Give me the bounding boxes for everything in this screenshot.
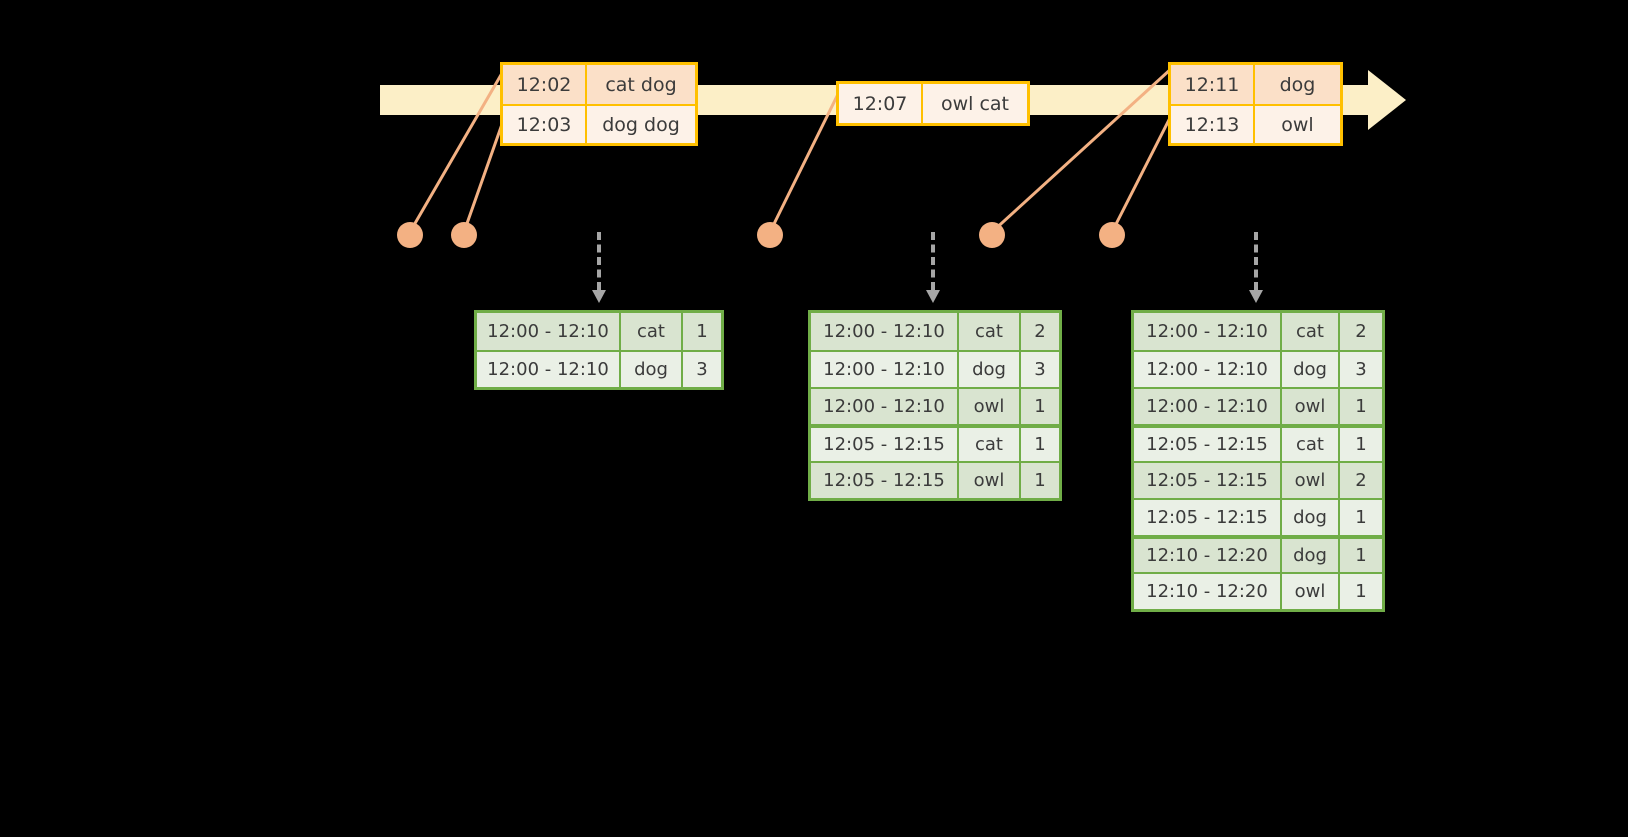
event-words: dog bbox=[1279, 73, 1316, 96]
event-words: owl cat bbox=[940, 92, 1010, 115]
window-cell: 12:10 - 12:20 bbox=[1134, 574, 1282, 609]
word-cell: dog bbox=[1282, 500, 1340, 535]
flow-arrow-0 bbox=[592, 232, 606, 303]
event-row: 12:13 owl bbox=[1171, 104, 1340, 143]
event-row: 12:03 dog dog bbox=[503, 104, 695, 143]
window-cell: 12:00 - 12:10 bbox=[811, 352, 959, 387]
word-cell: cat bbox=[959, 313, 1021, 350]
word-cell: owl bbox=[1282, 389, 1340, 424]
event-time: 12:13 bbox=[1171, 106, 1255, 143]
word-cell: cat bbox=[621, 313, 683, 350]
window-cell: 12:05 - 12:15 bbox=[811, 463, 959, 498]
window-cell: 12:00 - 12:10 bbox=[811, 313, 959, 350]
event-box-0: 12:02 cat dog 12:03 dog dog bbox=[500, 62, 698, 146]
count-cell: 1 bbox=[1355, 434, 1367, 455]
word-cell: owl bbox=[959, 463, 1021, 498]
event-time: 12:02 bbox=[503, 65, 587, 104]
event-words: cat dog bbox=[605, 73, 677, 96]
word-cell: owl bbox=[959, 389, 1021, 424]
window-cell: 12:00 - 12:10 bbox=[477, 313, 621, 350]
count-cell: 2 bbox=[1355, 470, 1367, 491]
window-cell: 12:05 - 12:15 bbox=[811, 428, 959, 461]
event-marker-dot-2 bbox=[757, 222, 783, 248]
event-time: 12:07 bbox=[839, 84, 923, 123]
event-marker-dot-0 bbox=[397, 222, 423, 248]
window-cell: 12:05 - 12:15 bbox=[1134, 500, 1282, 535]
count-cell: 1 bbox=[1034, 396, 1046, 417]
count-cell: 3 bbox=[1034, 359, 1046, 380]
timeline-arrow-icon bbox=[1368, 70, 1406, 130]
word-cell: cat bbox=[1282, 313, 1340, 350]
word-cell: dog bbox=[1282, 539, 1340, 572]
event-marker-dot-1 bbox=[451, 222, 477, 248]
count-cell: 1 bbox=[1034, 434, 1046, 455]
count-cell: 1 bbox=[1355, 396, 1367, 417]
event-time: 12:03 bbox=[503, 106, 587, 143]
window-cell: 12:10 - 12:20 bbox=[1134, 539, 1282, 572]
word-cell: owl bbox=[1282, 574, 1340, 609]
event-row: 12:02 cat dog bbox=[503, 65, 695, 104]
count-cell: 1 bbox=[1034, 470, 1046, 491]
event-time: 12:11 bbox=[1171, 65, 1255, 104]
event-marker-dot-4 bbox=[1099, 222, 1125, 248]
word-cell: dog bbox=[1282, 352, 1340, 387]
count-cell: 1 bbox=[1355, 545, 1367, 566]
count-cell: 1 bbox=[1355, 507, 1367, 528]
window-cell: 12:00 - 12:10 bbox=[1134, 389, 1282, 424]
word-cell: dog bbox=[959, 352, 1021, 387]
count-cell: 1 bbox=[696, 321, 708, 342]
window-cell: 12:00 - 12:10 bbox=[1134, 352, 1282, 387]
window-cell: 12:00 - 12:10 bbox=[1134, 313, 1282, 350]
event-words: owl bbox=[1281, 113, 1314, 136]
word-cell: dog bbox=[621, 352, 683, 387]
window-cell: 12:00 - 12:10 bbox=[477, 352, 621, 387]
event-box-2: 12:11 dog 12:13 owl bbox=[1168, 62, 1343, 146]
count-cell: 1 bbox=[1355, 581, 1367, 602]
event-row: 12:11 dog bbox=[1171, 65, 1340, 104]
count-cell: 3 bbox=[1355, 359, 1367, 380]
window-cell: 12:00 - 12:10 bbox=[811, 389, 959, 424]
flow-arrow-1 bbox=[926, 232, 940, 303]
event-marker-dot-3 bbox=[979, 222, 1005, 248]
event-row: 12:07 owl cat bbox=[839, 84, 1027, 123]
count-cell: 2 bbox=[1034, 321, 1046, 342]
window-cell: 12:05 - 12:15 bbox=[1134, 428, 1282, 461]
word-cell: cat bbox=[1282, 428, 1340, 461]
count-cell: 3 bbox=[696, 359, 708, 380]
word-cell: owl bbox=[1282, 463, 1340, 498]
flow-arrow-2 bbox=[1249, 232, 1263, 303]
count-cell: 2 bbox=[1355, 321, 1367, 342]
window-cell: 12:05 - 12:15 bbox=[1134, 463, 1282, 498]
event-words: dog dog bbox=[602, 113, 680, 136]
event-box-1: 12:07 owl cat bbox=[836, 81, 1030, 126]
word-cell: cat bbox=[959, 428, 1021, 461]
